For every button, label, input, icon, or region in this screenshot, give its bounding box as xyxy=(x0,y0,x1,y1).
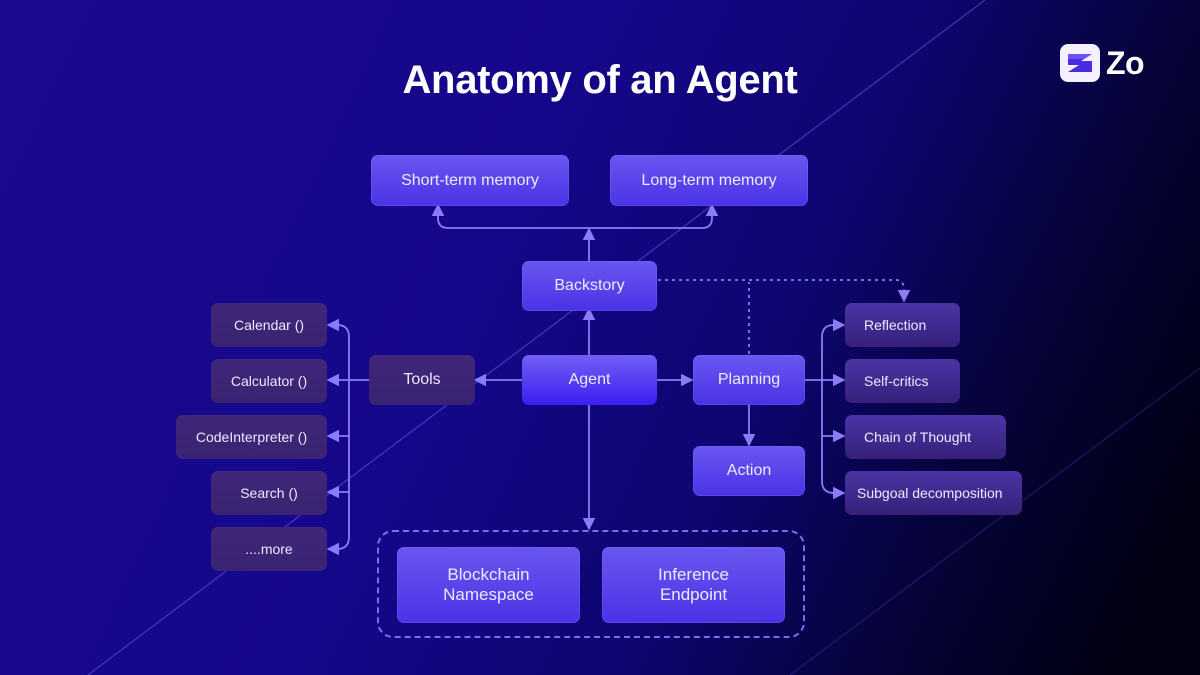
edge-planning-trunk xyxy=(821,324,835,494)
blockchain-namespace-node[interactable]: Blockchain Namespace xyxy=(397,547,580,623)
brand-logo: Zo xyxy=(1060,44,1145,82)
infrastructure-group xyxy=(377,530,805,638)
tool-item-calculator[interactable]: Calculator () xyxy=(211,359,327,403)
brand-name: Zo xyxy=(1106,44,1145,81)
short-term-memory-node[interactable]: Short-term memory xyxy=(371,155,569,206)
edge-backstory-to-reflection-dotted xyxy=(658,279,911,303)
long-term-memory-node[interactable]: Long-term memory xyxy=(610,155,808,206)
inference-endpoint-node[interactable]: Inference Endpoint xyxy=(602,547,785,623)
backstory-node[interactable]: Backstory xyxy=(522,261,657,311)
tool-item-calendar[interactable]: Calendar () xyxy=(211,303,327,347)
tool-item-search[interactable]: Search () xyxy=(211,471,327,515)
zo-logo-icon xyxy=(1060,44,1100,82)
edge-to-short-term-memory xyxy=(431,203,589,229)
action-node[interactable]: Action xyxy=(693,446,805,496)
page-title: Anatomy of an Agent xyxy=(402,58,798,102)
tools-node[interactable]: Tools xyxy=(369,355,475,405)
planning-node[interactable]: Planning xyxy=(693,355,805,405)
agent-node[interactable]: Agent xyxy=(522,355,657,405)
planning-item-reflection[interactable]: Reflection xyxy=(845,303,960,347)
planning-item-subgoal-decomposition[interactable]: Subgoal decomposition xyxy=(845,471,1022,515)
edge-tools-trunk xyxy=(336,324,350,550)
planning-item-self-critics[interactable]: Self-critics xyxy=(845,359,960,403)
planning-item-chain-of-thought[interactable]: Chain of Thought xyxy=(845,415,1006,459)
tool-item-codeinterpreter[interactable]: CodeInterpreter () xyxy=(176,415,327,459)
tool-item-more[interactable]: ....more xyxy=(211,527,327,571)
edge-to-long-term-memory xyxy=(589,203,719,229)
